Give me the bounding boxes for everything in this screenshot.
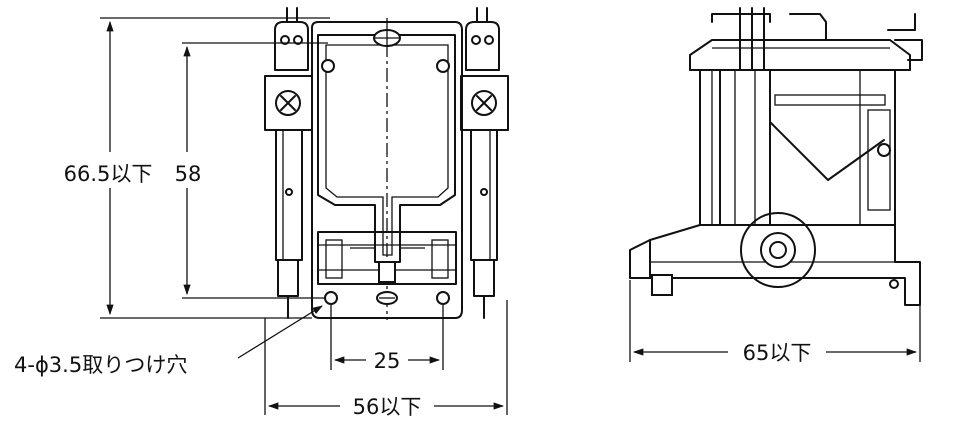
side-extension-lines (629, 280, 921, 362)
mounting-hole-note: 4-ϕ3.5取りつけ穴 (14, 305, 323, 377)
side-view: 65以下 (629, 7, 923, 365)
dim-mount-pitch-horizontal-label: 25 (374, 349, 401, 373)
dim-overall-height-label: 66.5以下 (64, 162, 153, 186)
dim-overall-height: 66.5以下 (64, 20, 153, 316)
dim-overall-depth: 65以下 (632, 341, 918, 365)
dim-overall-width: 56以下 (267, 395, 505, 419)
left-terminal-assembly (264, 7, 313, 319)
right-terminal-assembly (460, 7, 509, 319)
dim-mount-pitch-horizontal: 25 (333, 349, 441, 373)
front-view-body (311, 18, 463, 320)
front-view: 66.5以下 58 25 56以下 4-ϕ3.5取りつけ穴 (14, 7, 509, 419)
dim-overall-width-label: 56以下 (353, 395, 422, 419)
front-extension-lines (100, 17, 508, 415)
dim-mount-pitch-vertical: 58 (175, 45, 202, 296)
side-view-body (629, 7, 923, 306)
mounting-hole-note-label: 4-ϕ3.5取りつけ穴 (14, 353, 187, 377)
dim-mount-pitch-vertical-label: 58 (175, 162, 202, 186)
dim-overall-depth-label: 65以下 (743, 341, 812, 365)
